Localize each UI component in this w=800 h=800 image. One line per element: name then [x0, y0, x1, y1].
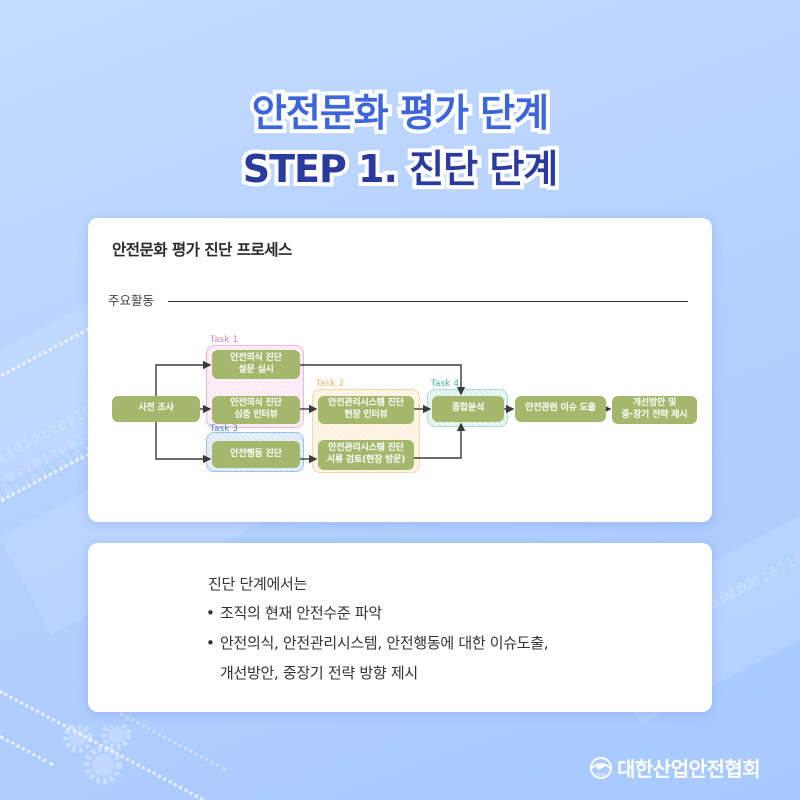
- task3-label: Task 3: [210, 424, 239, 434]
- task1-label: Task 1: [210, 335, 239, 345]
- node-system-site-interview: 안전관리시스템 진단 현장 인터뷰: [318, 396, 414, 424]
- page-subtitle: STEP 1. 진단 단계: [239, 143, 563, 195]
- node-pre-survey: 사전 조사: [112, 396, 200, 422]
- kisa-emblem-icon: KISA: [590, 756, 612, 779]
- svg-text:KISA: KISA: [596, 772, 605, 777]
- node-system-document-review: 안전관리시스템 진단 서류 검토(현장 방문): [318, 440, 414, 470]
- process-card: 안전문화 평가 진단 프로세스 주요활동 Task 1 Task 3 Task …: [88, 218, 712, 522]
- org-name: 대한산업안전협회: [617, 757, 761, 781]
- node-integrated-analysis: 종합분석: [432, 396, 504, 422]
- bg-dotted-line: [119, 712, 227, 772]
- task2-label: Task 2: [316, 379, 345, 389]
- page-title: 안전문화 평가 단계: [248, 87, 553, 139]
- summary-bullet-text: 조직의 현재 안전수준 파악: [220, 604, 382, 622]
- bg-binary-text: 01010010110001011: [706, 521, 800, 614]
- flow-connectors: [155, 360, 612, 464]
- summary-bullet: • 안전의식, 안전관리시스템, 안전행동에 대한 이슈도출,: [206, 632, 549, 653]
- summary-bullet-text: 안전의식, 안전관리시스템, 안전행동에 대한 이슈도출,: [220, 634, 549, 652]
- org-logo: KISA 대한산업안전협회: [589, 753, 761, 782]
- bg-dotted-line: [0, 735, 54, 766]
- summary-card: 진단 단계에서는 • 조직의 현재 안전수준 파악 • 안전의식, 안전관리시스템,…: [88, 543, 712, 712]
- process-card-title: 안전문화 평가 진단 프로세스: [112, 241, 292, 259]
- bg-binary-text: 10101: [709, 574, 760, 611]
- activity-label: 주요활동: [108, 293, 155, 308]
- node-behavior-diagnosis: 안전행동 진단: [212, 441, 300, 468]
- summary-bullet-continuation: 개선방안, 중장기 전략 방향 제시: [220, 664, 418, 682]
- summary-lead: 진단 단계에서는: [208, 575, 307, 593]
- node-awareness-interview: 안전의식 진단 심층 인터뷰: [212, 396, 300, 424]
- task4-label: Task 4: [431, 379, 460, 389]
- node-issue-derivation: 안전관련 이슈 도출: [515, 396, 606, 422]
- activity-divider: [168, 301, 688, 302]
- node-improvement-strategy: 개선방안 및 중·장기 전략 제시: [612, 396, 697, 424]
- summary-bullet: • 조직의 현재 안전수준 파악: [206, 602, 382, 623]
- gears-icon: [63, 725, 131, 784]
- node-awareness-survey: 안전의식 진단 설문 실시: [212, 350, 300, 379]
- bullet-dot: •: [206, 634, 215, 652]
- bullet-dot: •: [206, 604, 215, 622]
